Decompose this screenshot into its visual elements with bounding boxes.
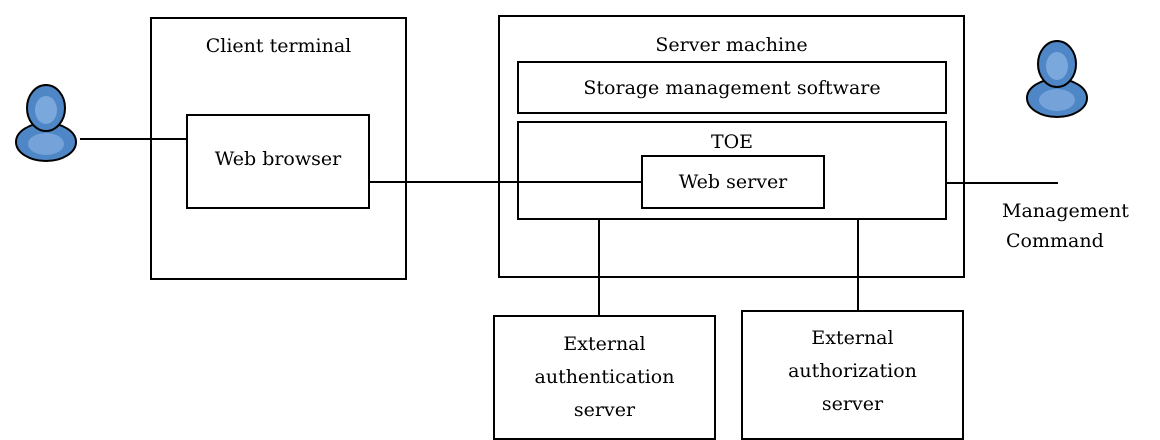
authorization-line1: External [811,327,894,349]
authentication-line1: External [563,333,646,355]
authorization-line2: authorization [788,360,917,382]
web-browser-label: Web browser [214,148,342,170]
authorization-line3: server [821,393,884,415]
web-server-box [641,155,825,209]
client-terminal-box [150,17,407,280]
management-command-line2: Command [1006,230,1104,252]
web-server-label: Web server [678,171,788,193]
connector-toe-to-authorization [857,219,859,311]
server-machine-box [498,15,965,278]
web-browser-box [186,114,370,209]
toe-label: TOE [710,131,754,153]
connector-toe-to-management [946,182,1058,184]
toe-box [517,121,947,220]
client-terminal-label: Client terminal [205,35,352,57]
user-icon [15,84,77,162]
authentication-line3: server [573,399,636,421]
authentication-line2: authentication [534,366,675,388]
connector-user-to-browser [80,138,187,140]
server-machine-label: Server machine [655,34,808,56]
administrator-icon [1026,40,1088,118]
management-command-line1: Management [1002,200,1129,222]
connector-toe-to-authentication [598,219,600,316]
connector-browser-to-webserver [369,181,642,183]
storage-software-label: Storage management software [583,77,881,99]
storage-software-box [517,61,947,114]
